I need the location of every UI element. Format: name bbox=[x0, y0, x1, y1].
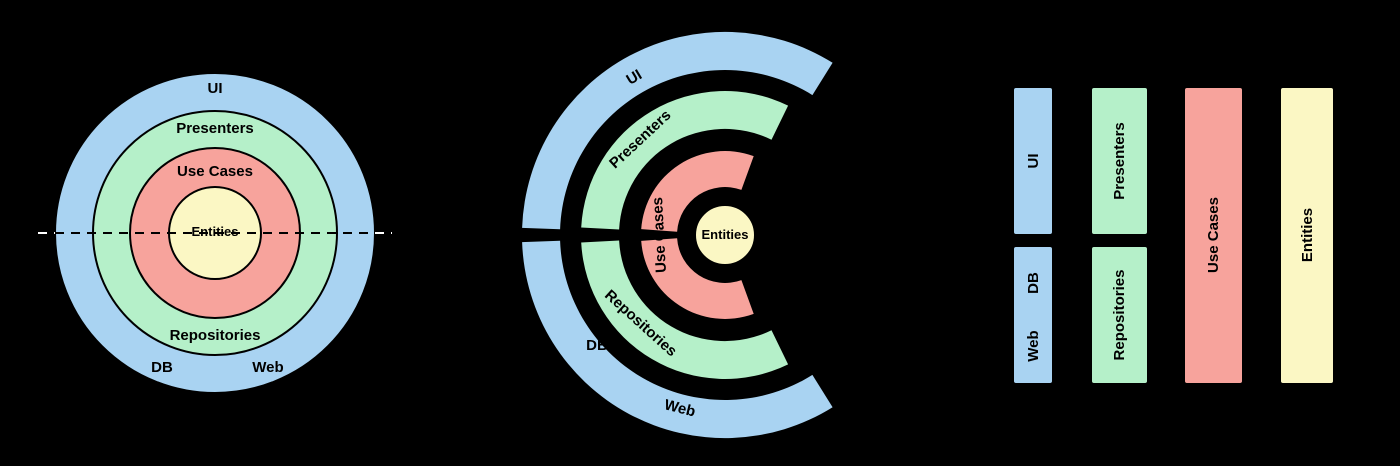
exploded-use-cases-label: Use Cases bbox=[649, 197, 670, 274]
exploded-use-cases-arc-upper bbox=[641, 151, 754, 232]
bar-ui-segment bbox=[1014, 88, 1052, 234]
onion-ui-label: UI bbox=[208, 80, 223, 97]
exploded-repositories-arc-lower bbox=[581, 240, 789, 379]
onion-entities-label: Entities bbox=[192, 224, 239, 239]
bar-presenters-label: Presenters bbox=[1111, 122, 1128, 200]
exploded-presenters-arc-upper bbox=[581, 91, 789, 230]
bar-use-cases bbox=[1185, 88, 1242, 383]
bar-ui-label: UI bbox=[1025, 154, 1042, 169]
onion-web-label: Web bbox=[252, 359, 283, 376]
bar-use-cases-label: Use Cases bbox=[1205, 197, 1222, 273]
onion-use-cases-label: Use Cases bbox=[177, 163, 253, 180]
exploded-entities-label: Entities bbox=[702, 227, 749, 242]
bar-db-web-segment bbox=[1014, 247, 1052, 383]
exploded-ui-arc-upper bbox=[522, 31, 833, 230]
exploded-db-label: DB bbox=[586, 337, 608, 354]
bar-db-label: DB bbox=[1025, 272, 1042, 294]
exploded-use-cases-arc-lower bbox=[641, 238, 754, 319]
exploded-entities-core bbox=[694, 204, 756, 266]
bar-entities-label: Entities bbox=[1299, 208, 1316, 262]
exploded-diagram: UI Presenters Use Cases Entities Reposit… bbox=[522, 31, 833, 439]
onion-presenters-label: Presenters bbox=[176, 120, 254, 137]
exploded-ui-arc-lower bbox=[522, 240, 833, 439]
bar-entities bbox=[1281, 88, 1333, 383]
layer-bars-diagram: UI DB Web Presenters Repositories Use Ca… bbox=[1014, 88, 1333, 383]
bar-repositories-segment bbox=[1092, 247, 1147, 383]
bar-presenters-segment bbox=[1092, 88, 1147, 234]
bar-web-label: Web bbox=[1025, 330, 1042, 361]
onion-diagram: UI Presenters Use Cases Entities Reposit… bbox=[38, 72, 392, 394]
bar-repositories-label: Repositories bbox=[1111, 270, 1128, 361]
onion-db-label: DB bbox=[151, 359, 173, 376]
onion-repositories-label: Repositories bbox=[170, 327, 261, 344]
